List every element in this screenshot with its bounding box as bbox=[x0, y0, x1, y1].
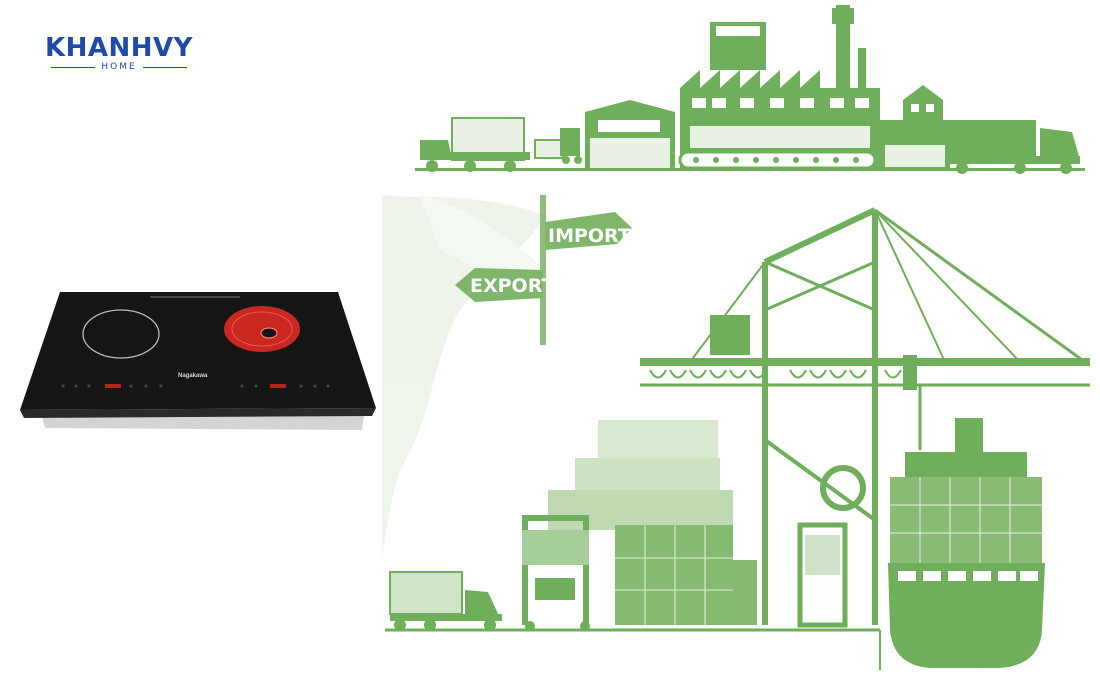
export-sign-label: EXPORT bbox=[470, 275, 554, 297]
straddle-carrier bbox=[522, 515, 590, 631]
crane-cabin bbox=[710, 315, 750, 355]
induction-cooktop: Nagakawa bbox=[20, 292, 376, 430]
pale-road bbox=[382, 195, 545, 560]
crane-hooks bbox=[649, 369, 902, 379]
logo-divider-right bbox=[142, 67, 187, 68]
port-crane bbox=[640, 207, 1090, 625]
import-export-signpost: IMPORT EXPORT bbox=[455, 195, 632, 345]
factory-skyline bbox=[415, 5, 1085, 174]
export-sign bbox=[455, 268, 543, 302]
cooktop-brand: Nagakawa bbox=[178, 373, 208, 379]
khanhvy-home-logo: KHANHVY HOME bbox=[24, 34, 214, 73]
import-sign bbox=[545, 212, 632, 250]
logo-brand: KHANHVY bbox=[45, 33, 193, 63]
right-cooking-zone bbox=[224, 306, 300, 352]
logo-divider-left bbox=[51, 67, 96, 68]
bottom-truck bbox=[389, 571, 502, 631]
left-cooking-zone bbox=[82, 309, 160, 359]
logo-sub: HOME bbox=[101, 62, 137, 72]
container-stacks bbox=[548, 420, 757, 625]
import-sign-label: IMPORT bbox=[548, 225, 631, 247]
cargo-ship bbox=[888, 418, 1045, 668]
